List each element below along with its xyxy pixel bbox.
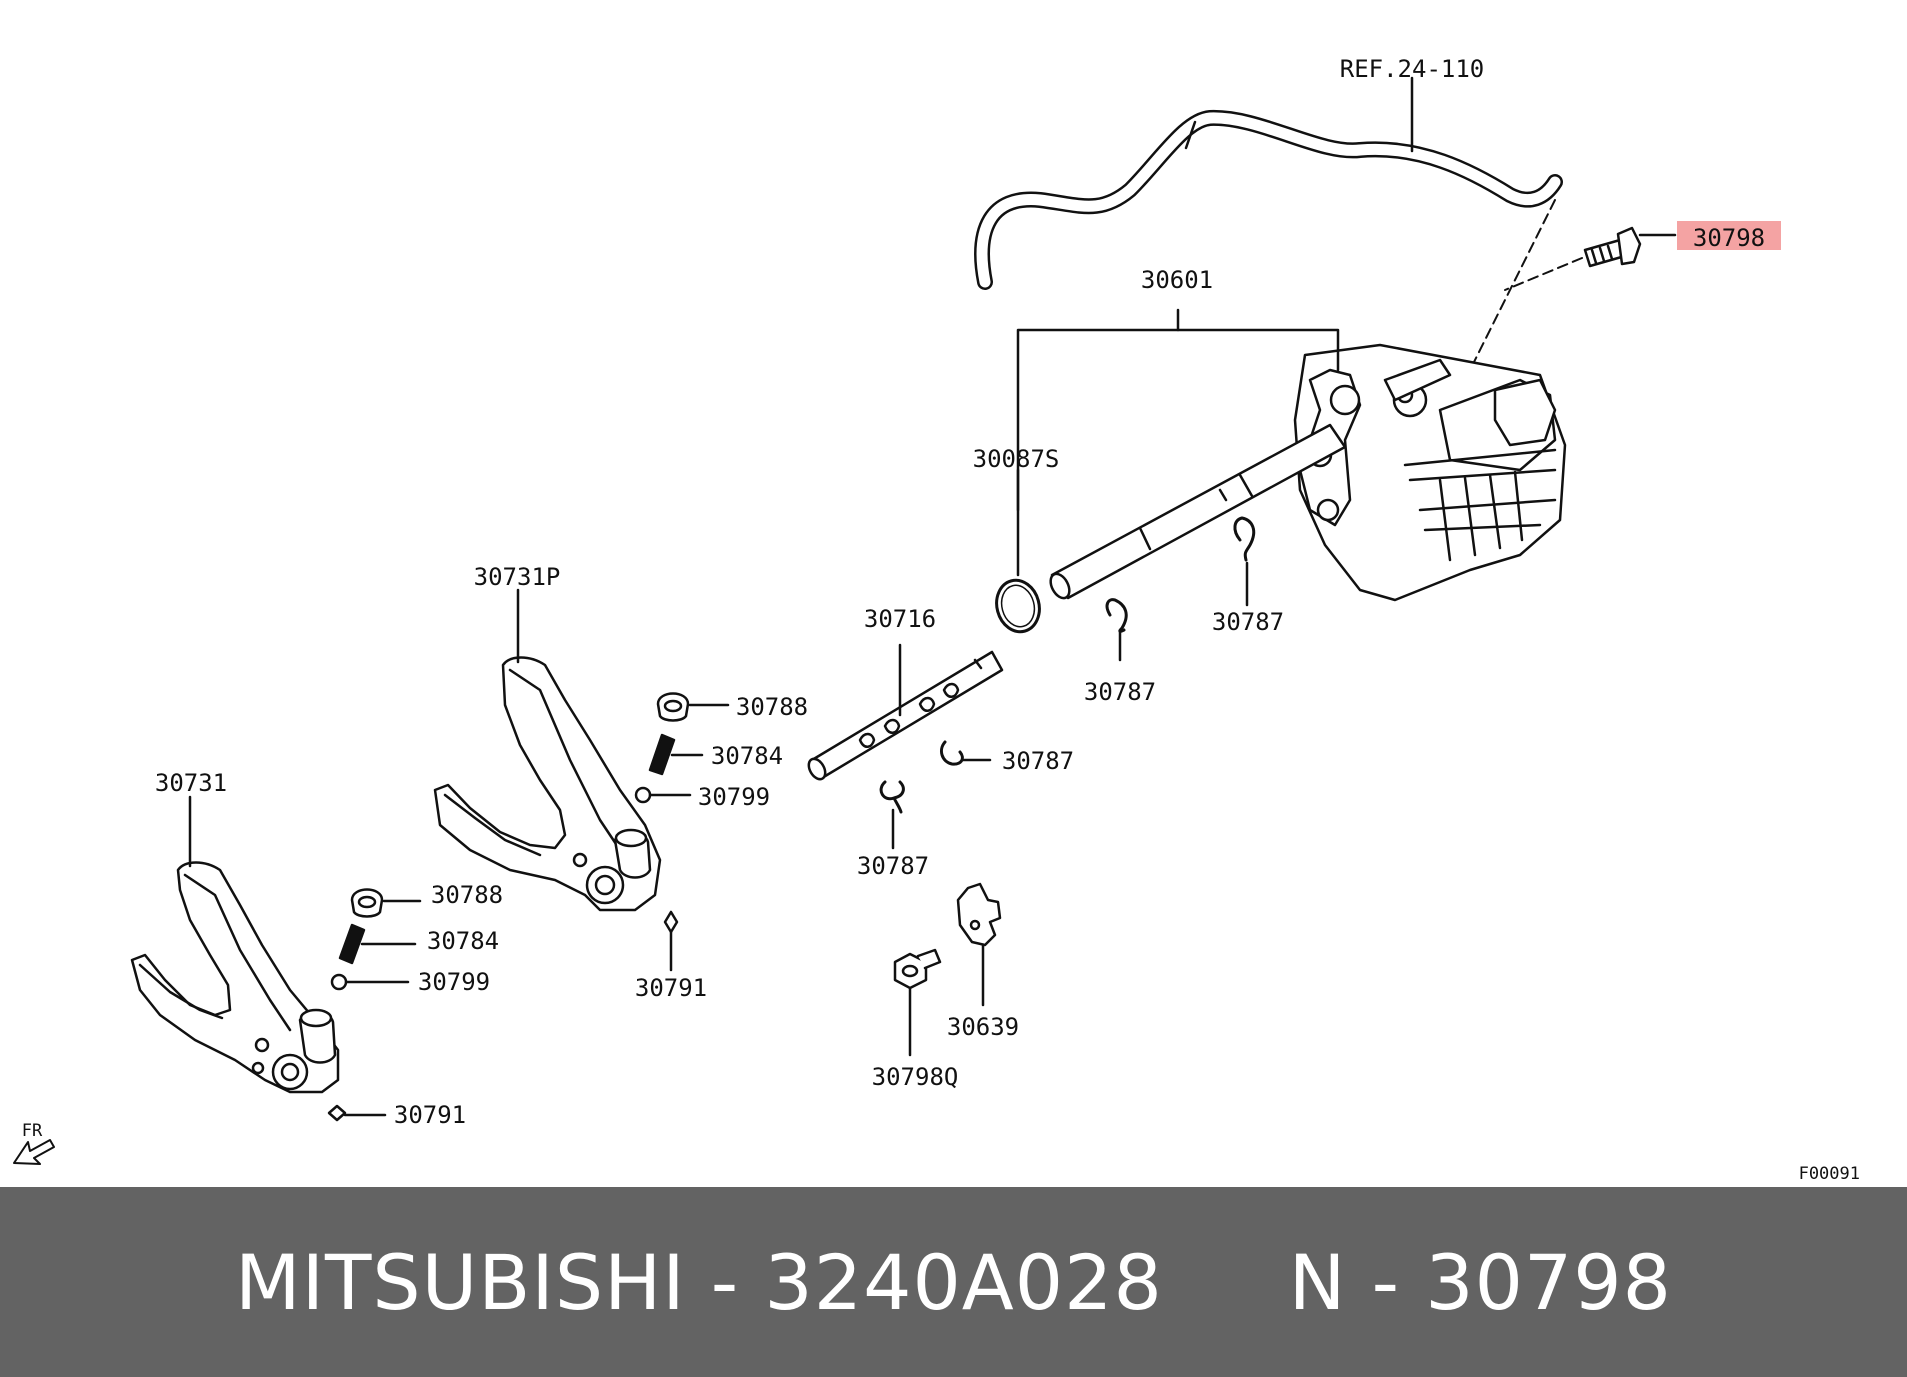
callout-30798Q: 30798Q [872,1063,959,1091]
footer-caption: MITSUBISHI - 3240A028 N - 30798 [235,1237,1672,1327]
callout-30601: 30601 [1141,266,1213,294]
shift-fork-30731P [433,656,662,912]
callout-30791-a: 30791 [635,974,707,1002]
flange-bolt-30798Q [893,948,942,990]
breather-hose [974,109,1563,290]
shift-fork-30731 [130,861,340,1094]
callout-30791-b: 30791 [394,1101,466,1129]
fr-label: FR [22,1121,43,1141]
callout-30799-a: 30799 [698,783,770,811]
pin-30791-a [663,910,679,934]
exploded-parts-diagram: REF.24-110 30798 30601 30087S 30787 3078… [13,55,1860,1184]
bolt-30798 [1583,226,1642,268]
gearshift-actuator-30601 [1293,343,1567,602]
snap-ring-30787-a [1233,516,1256,607]
detent-spring-30784-a [648,733,676,776]
detent-cap-30788-b [350,888,384,918]
callout-30798: 30798 [1693,224,1765,252]
snap-ring-30787-d [879,780,905,850]
callout-30788-a: 30788 [736,693,808,721]
callout-30787-a: 30787 [1212,608,1284,636]
callout-30787-d: 30787 [857,852,929,880]
callout-30639: 30639 [947,1013,1019,1041]
detent-ball-30799-b [330,973,348,991]
callout-30716: 30716 [864,605,936,633]
figure-code: F00091 [1799,1164,1860,1184]
callout-30087S: 30087S [973,445,1060,473]
actuator-shaft [1049,423,1347,600]
hose-connection-dashes [1459,199,1556,391]
callout-30784-a: 30784 [711,742,783,770]
callout-30731: 30731 [155,769,227,797]
callout-30787-c: 30787 [1002,747,1074,775]
o-ring-30087S [995,578,1041,634]
snap-ring-30787-b [1105,598,1128,662]
footer-banner: MITSUBISHI - 3240A028 N - 30798 [0,1187,1907,1377]
ref-label: REF.24-110 [1340,55,1485,83]
callout-30788-b: 30788 [431,881,503,909]
snap-ring-30787-c [940,740,992,766]
front-arrow-icon [13,1139,55,1165]
callout-30731P: 30731P [474,563,561,591]
detent-ball-30799-a [634,786,652,804]
callout-30787-b: 30787 [1084,678,1156,706]
callout-30784-b: 30784 [427,927,499,955]
highlight-box [1677,221,1781,250]
callout-30799-b: 30799 [418,968,490,996]
bracket-plate-30639 [956,882,1002,947]
detent-spring-30784-b [338,923,366,965]
detent-cap-30788-a [656,692,690,722]
shift-rail-30716 [807,650,1004,781]
leader-30601 [1016,328,1340,512]
pin-30791-b [327,1104,347,1122]
